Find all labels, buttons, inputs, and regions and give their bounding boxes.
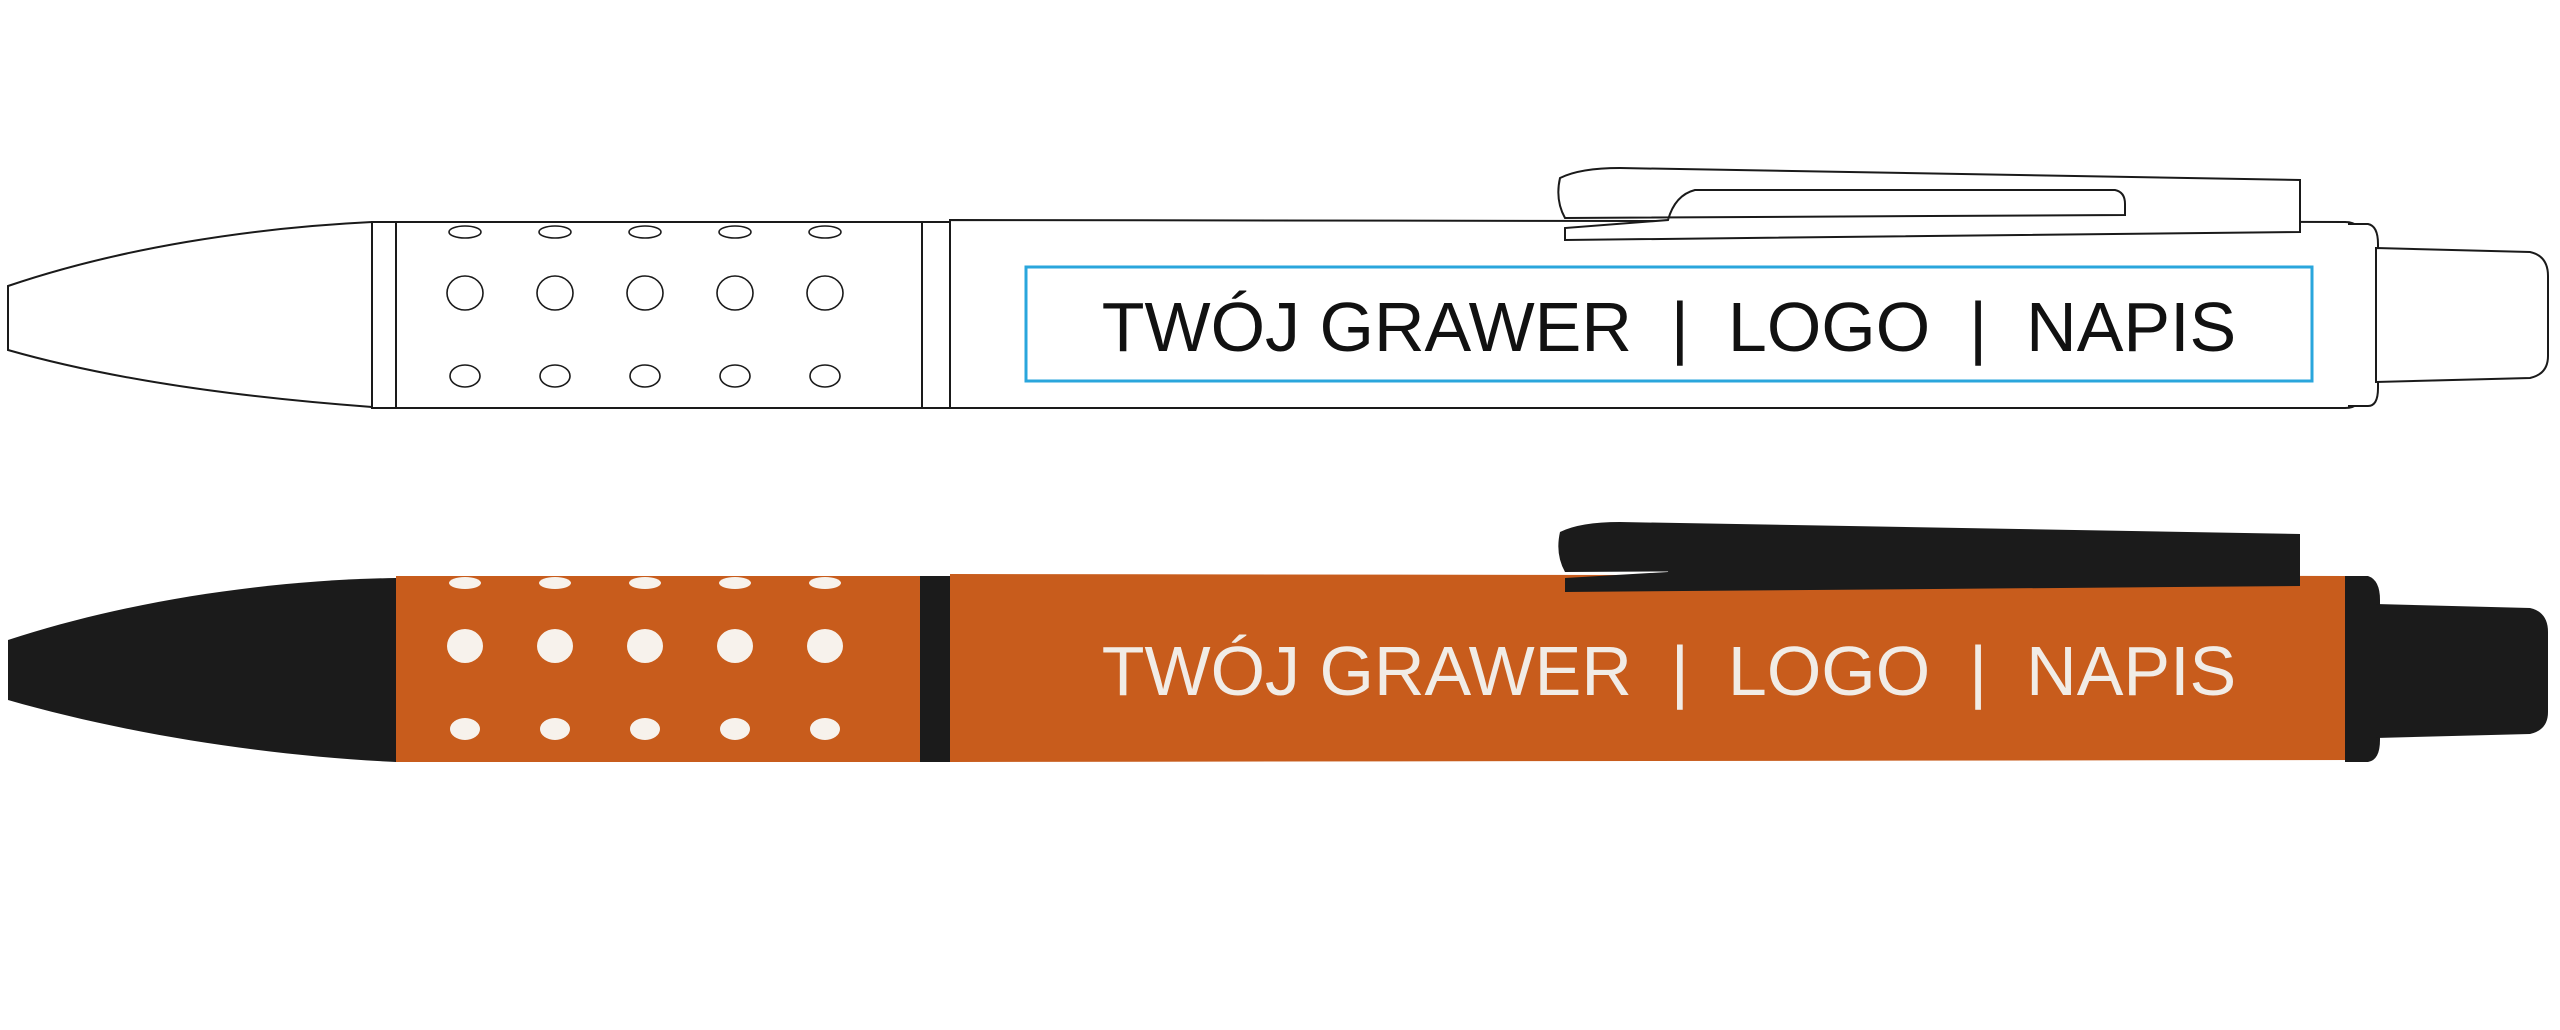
outline-pen-button xyxy=(2375,246,2549,384)
grip-dot xyxy=(540,718,570,740)
grip-dot xyxy=(719,364,751,388)
grip-dot xyxy=(806,275,844,311)
color-pen-tip xyxy=(8,578,396,762)
grip-dot xyxy=(716,275,754,311)
outline-pen-engraving-text: TWÓJ GRAWER | LOGO | NAPIS xyxy=(1102,288,2236,366)
color-pen-clip xyxy=(1558,522,2300,592)
outline-pen-grip-dots xyxy=(446,225,844,388)
grip-dot xyxy=(539,577,571,589)
grip-dot xyxy=(450,718,480,740)
grip-dot xyxy=(629,364,661,388)
grip-dot xyxy=(536,275,574,311)
grip-dot xyxy=(718,225,752,239)
color-pen-button xyxy=(2376,604,2548,738)
grip-dot xyxy=(539,364,571,388)
grip-dot xyxy=(809,364,841,388)
grip-dot xyxy=(719,577,751,589)
grip-dot xyxy=(447,629,483,663)
grip-dot xyxy=(630,718,660,740)
grip-dot xyxy=(448,225,482,239)
grip-dot xyxy=(809,577,841,589)
color-pen-end-ring xyxy=(2345,576,2380,762)
color-pen xyxy=(8,522,2548,762)
grip-dot xyxy=(449,364,481,388)
color-pen-grip-dots xyxy=(447,577,843,740)
grip-dot xyxy=(626,275,664,311)
outline-pen-end-ring xyxy=(2348,223,2379,407)
color-pen-barrel xyxy=(950,574,2362,762)
outline-pen-tip xyxy=(7,220,373,409)
grip-dot xyxy=(629,577,661,589)
grip-dot xyxy=(808,225,842,239)
outline-pen-clip xyxy=(1557,166,2301,242)
grip-dot xyxy=(627,629,663,663)
grip-dot xyxy=(538,225,572,239)
grip-dot xyxy=(807,629,843,663)
grip-dot xyxy=(720,718,750,740)
engraving-frame xyxy=(1024,265,2314,383)
grip-dot xyxy=(717,629,753,663)
grip-dot xyxy=(810,718,840,740)
color-pen-engraving-text: TWÓJ GRAWER | LOGO | NAPIS xyxy=(1102,632,2236,710)
grip-dot xyxy=(449,577,481,589)
outline-pen xyxy=(7,166,2549,409)
grip-dot xyxy=(446,275,484,311)
grip-dot xyxy=(628,225,662,239)
grip-dot xyxy=(537,629,573,663)
color-pen-divider-ring xyxy=(920,576,950,762)
